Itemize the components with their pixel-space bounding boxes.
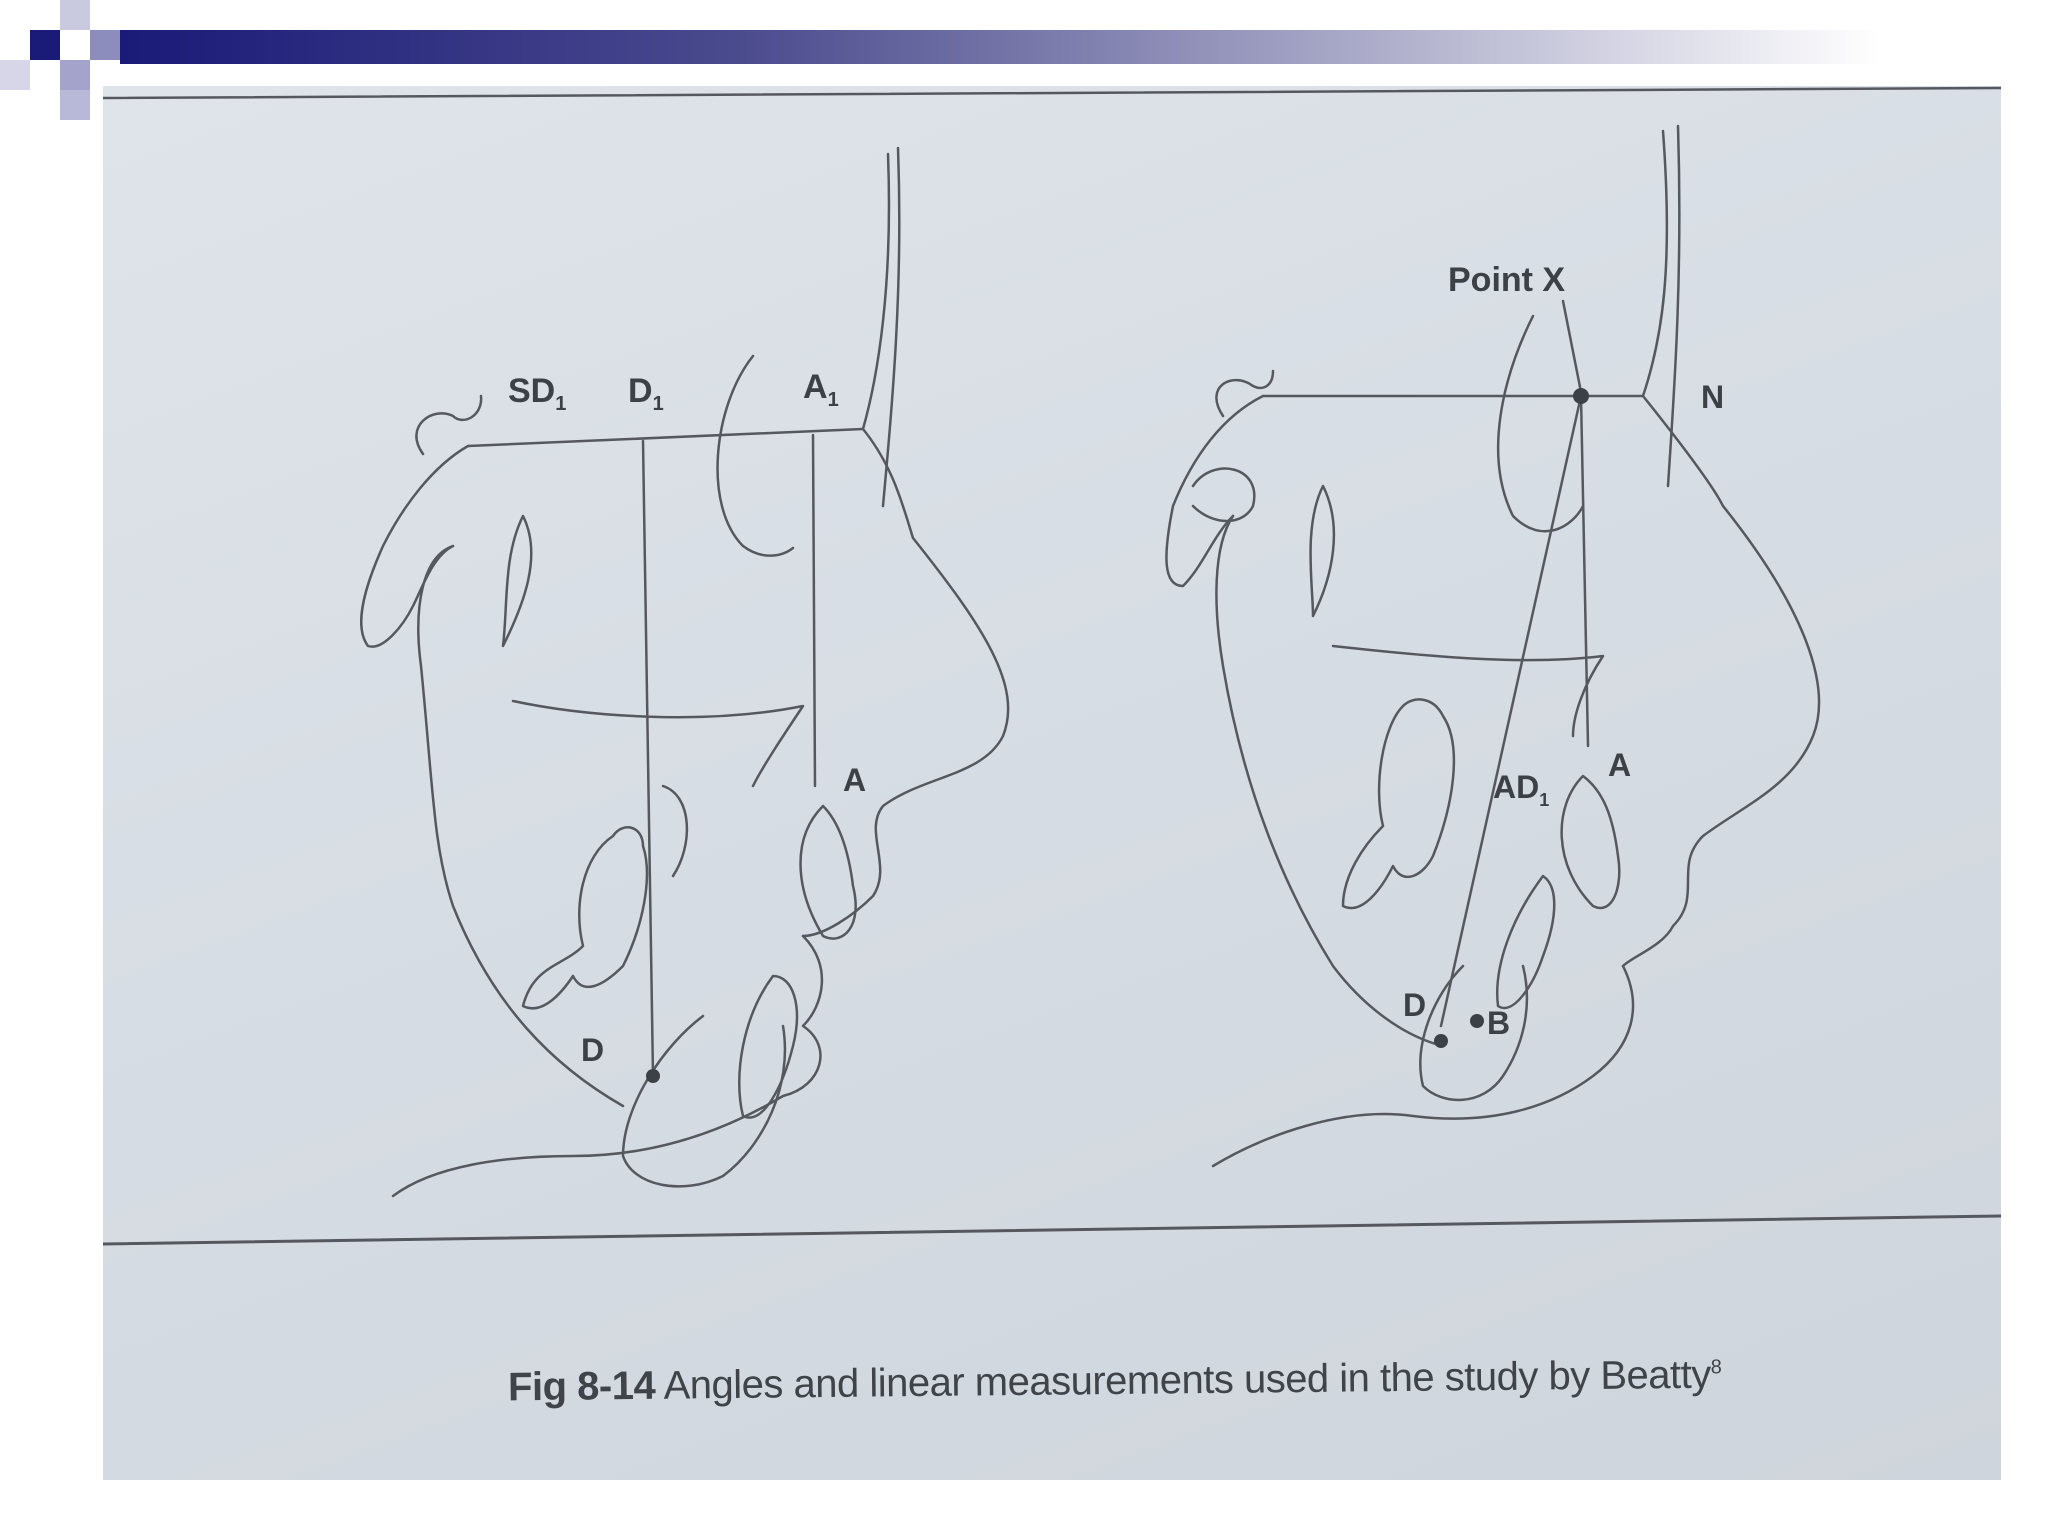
label-a1: A1: [803, 368, 839, 411]
right-ptm-fissure: [1309, 484, 1336, 618]
cephalometric-diagrams: SD1 D1 A1 A D Point X N A AD1 D B: [103, 86, 2001, 1246]
label-left-a: A: [843, 762, 866, 798]
left-symphysis: [621, 1014, 787, 1188]
right-sella: [1215, 369, 1275, 418]
left-soft-tissue-upper: [801, 536, 1010, 938]
right-lower-incisor: [1496, 874, 1556, 1010]
label-sd1: SD1: [508, 372, 566, 415]
label-left-d: D: [581, 1032, 604, 1068]
left-sn-line: [466, 427, 865, 448]
label-n: N: [1701, 379, 1724, 415]
right-forehead-line: [1641, 129, 1669, 398]
left-d-vertical: [641, 439, 655, 1078]
label-d1: D1: [628, 372, 664, 415]
right-point-x-pointer: [1561, 299, 1583, 394]
caption-reference: 8: [1710, 1356, 1722, 1379]
left-upper-incisor: [799, 804, 857, 940]
left-soft-tissue-chin: [391, 934, 824, 1198]
label-ad1: AD1: [1493, 769, 1549, 810]
right-symphysis: [1419, 964, 1529, 1102]
left-sella: [415, 394, 483, 456]
left-palate: [511, 699, 805, 788]
logo-square-soft2: [60, 90, 90, 120]
logo-square-soft: [60, 60, 90, 90]
left-lower-incisor: [738, 974, 799, 1119]
left-orbit: [716, 354, 795, 557]
figure-divider-line: [103, 1214, 2001, 1246]
left-premolar: [661, 784, 689, 878]
left-ptm-fissure: [501, 514, 533, 648]
left-forehead-line: [861, 152, 891, 431]
left-a-vertical: [811, 433, 817, 788]
label-point-x: Point X: [1448, 261, 1565, 299]
figure-photo: SD1 D1 A1 A D Point X N A AD1 D B Fig 8-…: [103, 86, 2001, 1480]
left-point-d-dot: [646, 1069, 660, 1083]
left-forehead-line-2: [881, 146, 901, 508]
right-upper-molar: [1341, 698, 1456, 910]
caption-fig-number: Fig 8-14: [507, 1363, 656, 1410]
right-orbit: [1496, 314, 1585, 533]
right-palate: [1331, 644, 1605, 738]
right-ear-rod: [1191, 467, 1256, 523]
left-upper-molar: [521, 826, 649, 1010]
logo-square-mid: [90, 30, 120, 60]
right-point-x-dot: [1573, 388, 1589, 404]
right-point-d-dot: [1434, 1034, 1448, 1048]
page-top-edge: [103, 86, 2001, 100]
right-ramus-outline: [1215, 514, 1445, 1048]
label-right-a: A: [1608, 747, 1631, 783]
right-cranial-base: [1165, 394, 1265, 588]
right-x-to-d-line: [1439, 394, 1583, 1028]
right-upper-incisor: [1560, 774, 1621, 910]
logo-square-light: [60, 0, 90, 30]
right-soft-tissue-chin: [1211, 964, 1635, 1168]
left-cranial-base: [360, 444, 470, 648]
label-b: B: [1487, 1005, 1510, 1041]
left-nasal-bone: [861, 427, 915, 540]
slide-title-bar: [120, 30, 1880, 64]
logo-square-dark: [30, 30, 60, 60]
right-forehead-line-2: [1666, 124, 1681, 488]
label-right-d: D: [1403, 987, 1426, 1023]
right-point-b-dot: [1470, 1014, 1484, 1028]
right-nasal-bone: [1641, 394, 1725, 508]
left-cephalogram: [360, 146, 1010, 1198]
left-ramus-outline: [417, 544, 625, 1108]
right-x-to-a-line: [1579, 394, 1590, 748]
logo-square-pale: [0, 60, 30, 90]
right-soft-tissue-upper: [1621, 504, 1821, 968]
slide-logo-squares: [0, 0, 160, 130]
